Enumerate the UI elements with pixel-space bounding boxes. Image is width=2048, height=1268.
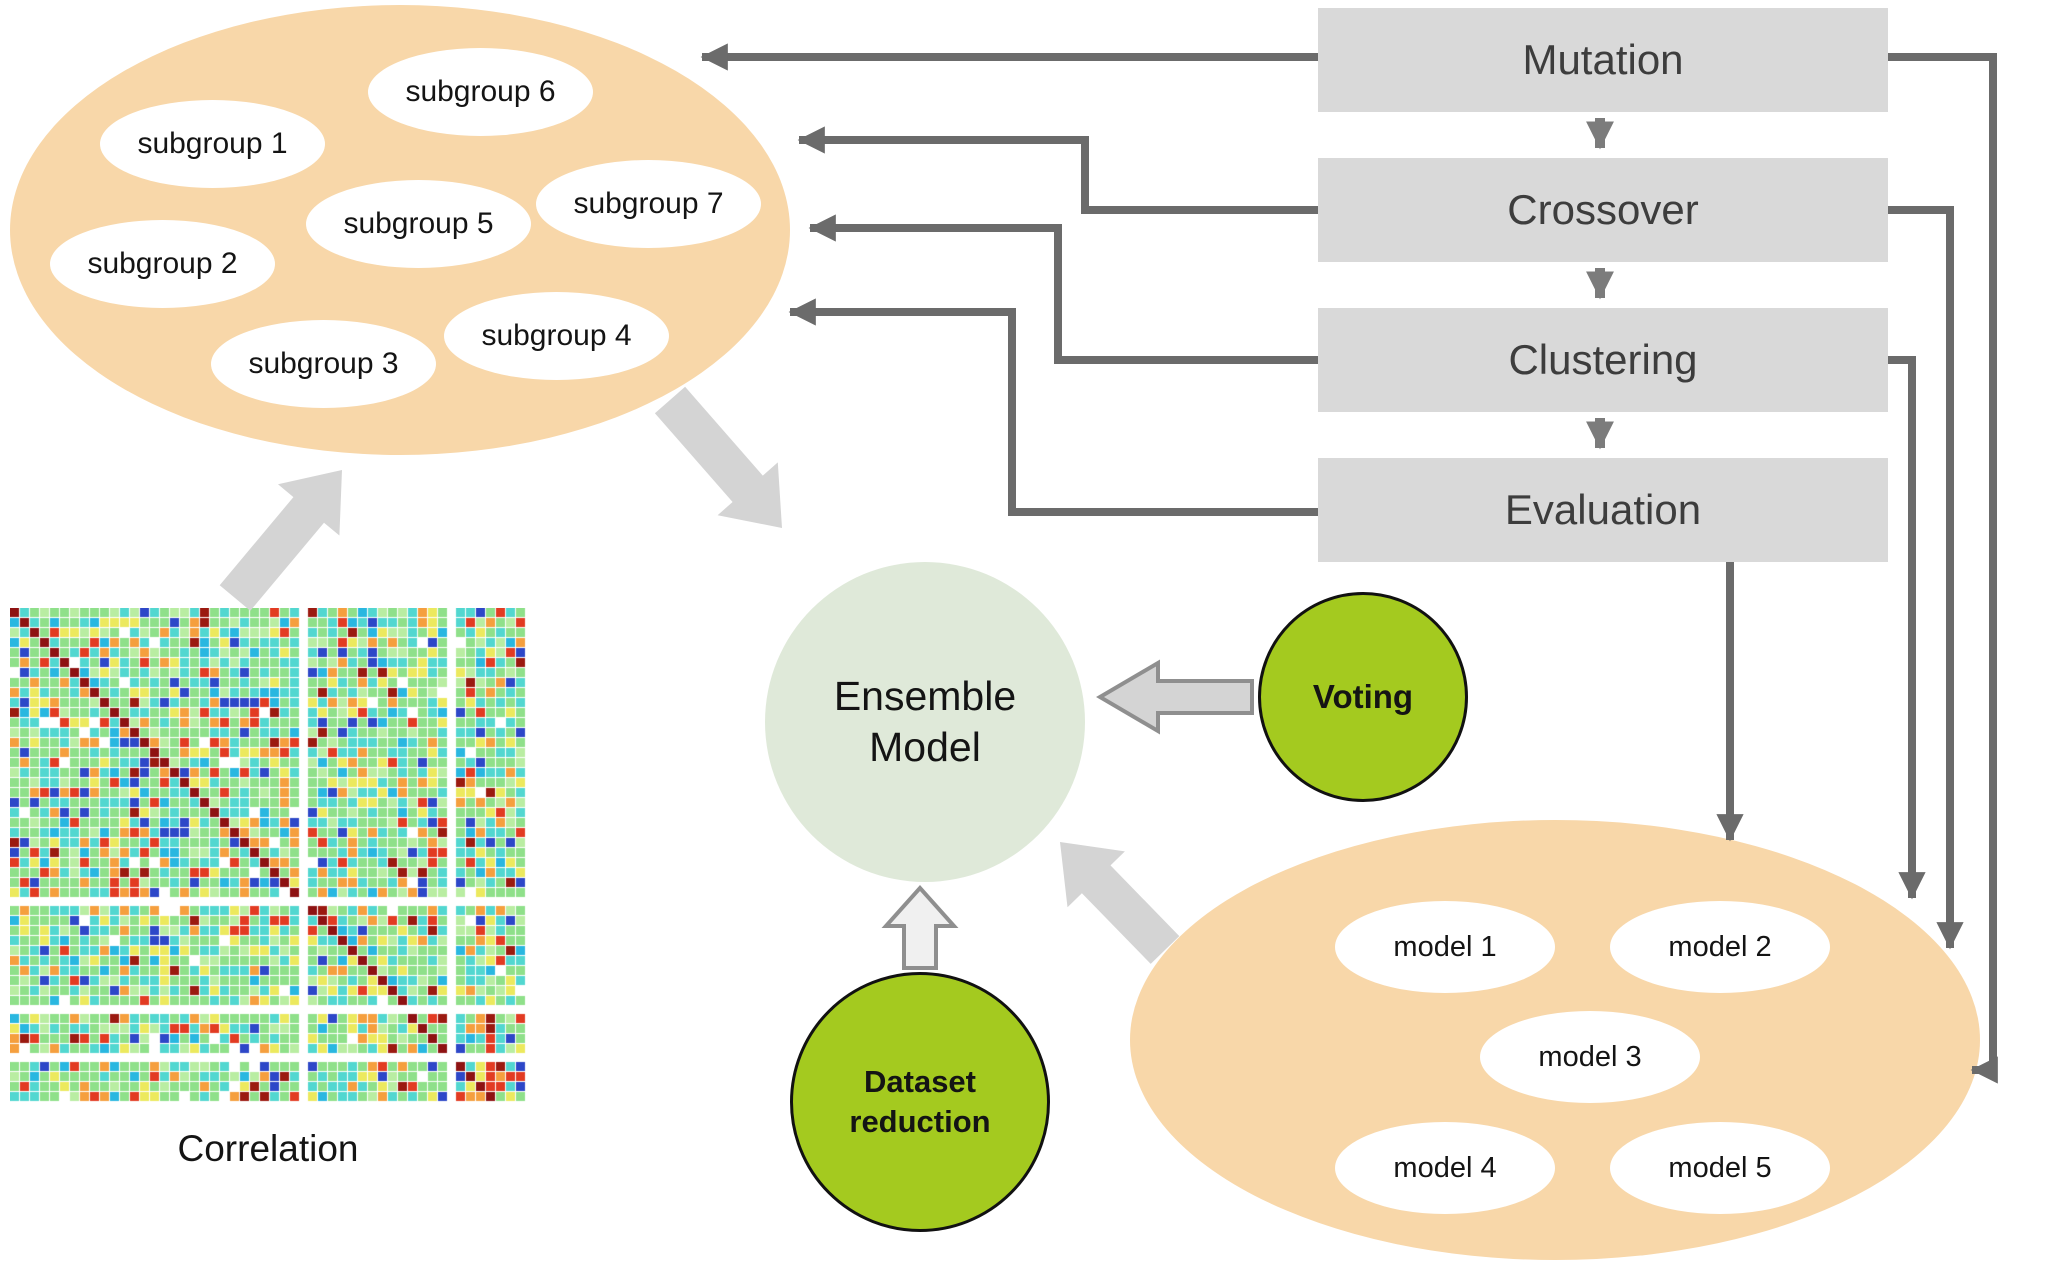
ensemble-model-label-line1: Ensemble xyxy=(833,672,1017,719)
arrow-evaluation-to-subgroups xyxy=(788,298,1318,516)
subgroup-1-node: subgroup 1 xyxy=(100,100,325,188)
subgroup-5-node: subgroup 5 xyxy=(306,180,531,268)
arrow-crossover-to-models xyxy=(1888,206,1964,950)
subgroup-7-node: subgroup 7 xyxy=(536,160,761,248)
ensemble-model-circle: Ensemble Model xyxy=(765,562,1085,882)
subgroup-4-node: subgroup 4 xyxy=(444,292,669,380)
arrow-models-to-ensemble xyxy=(1060,842,1180,964)
pipeline-step-evaluation: Evaluation xyxy=(1318,458,1888,562)
model-2-node: model 2 xyxy=(1610,901,1830,993)
arrow-clustering-to-subgroups xyxy=(808,214,1318,364)
model-4-node: model 4 xyxy=(1335,1122,1555,1214)
voting-label: Voting xyxy=(1312,678,1414,715)
model-5-node: model 5 xyxy=(1610,1122,1830,1214)
dataset-reduction-circle: Dataset reduction xyxy=(790,972,1050,1232)
arrow-correlation-to-subgroups xyxy=(219,470,342,611)
pipeline-step-crossover: Crossover xyxy=(1318,158,1888,262)
model-3-node: model 3 xyxy=(1480,1011,1700,1103)
model-1-node: model 1 xyxy=(1335,901,1555,993)
pipeline-step-mutation: Mutation xyxy=(1318,8,1888,112)
voting-circle: Voting xyxy=(1258,592,1468,802)
arrow-voting-to-ensemble xyxy=(1096,659,1254,735)
correlation-heatmap xyxy=(10,608,526,1102)
arrow-clustering-to-models xyxy=(1888,356,1926,900)
dataset-reduction-label-line1: Dataset xyxy=(864,1063,976,1099)
arrow-subgroups-to-ensemble xyxy=(654,386,782,528)
dataset-reduction-label-line2: reduction xyxy=(849,1104,991,1139)
pipeline-step-clustering: Clustering xyxy=(1318,308,1888,412)
arrow-dataset-to-ensemble xyxy=(881,885,959,970)
arrow-crossover-to-subgroups xyxy=(797,126,1318,214)
correlation-label: Correlation xyxy=(177,1128,359,1169)
subgroup-3-node: subgroup 3 xyxy=(211,320,436,408)
ensemble-model-label-line2: Model xyxy=(869,724,981,770)
subgroup-6-node: subgroup 6 xyxy=(368,48,593,136)
subgroup-2-node: subgroup 2 xyxy=(50,220,275,308)
